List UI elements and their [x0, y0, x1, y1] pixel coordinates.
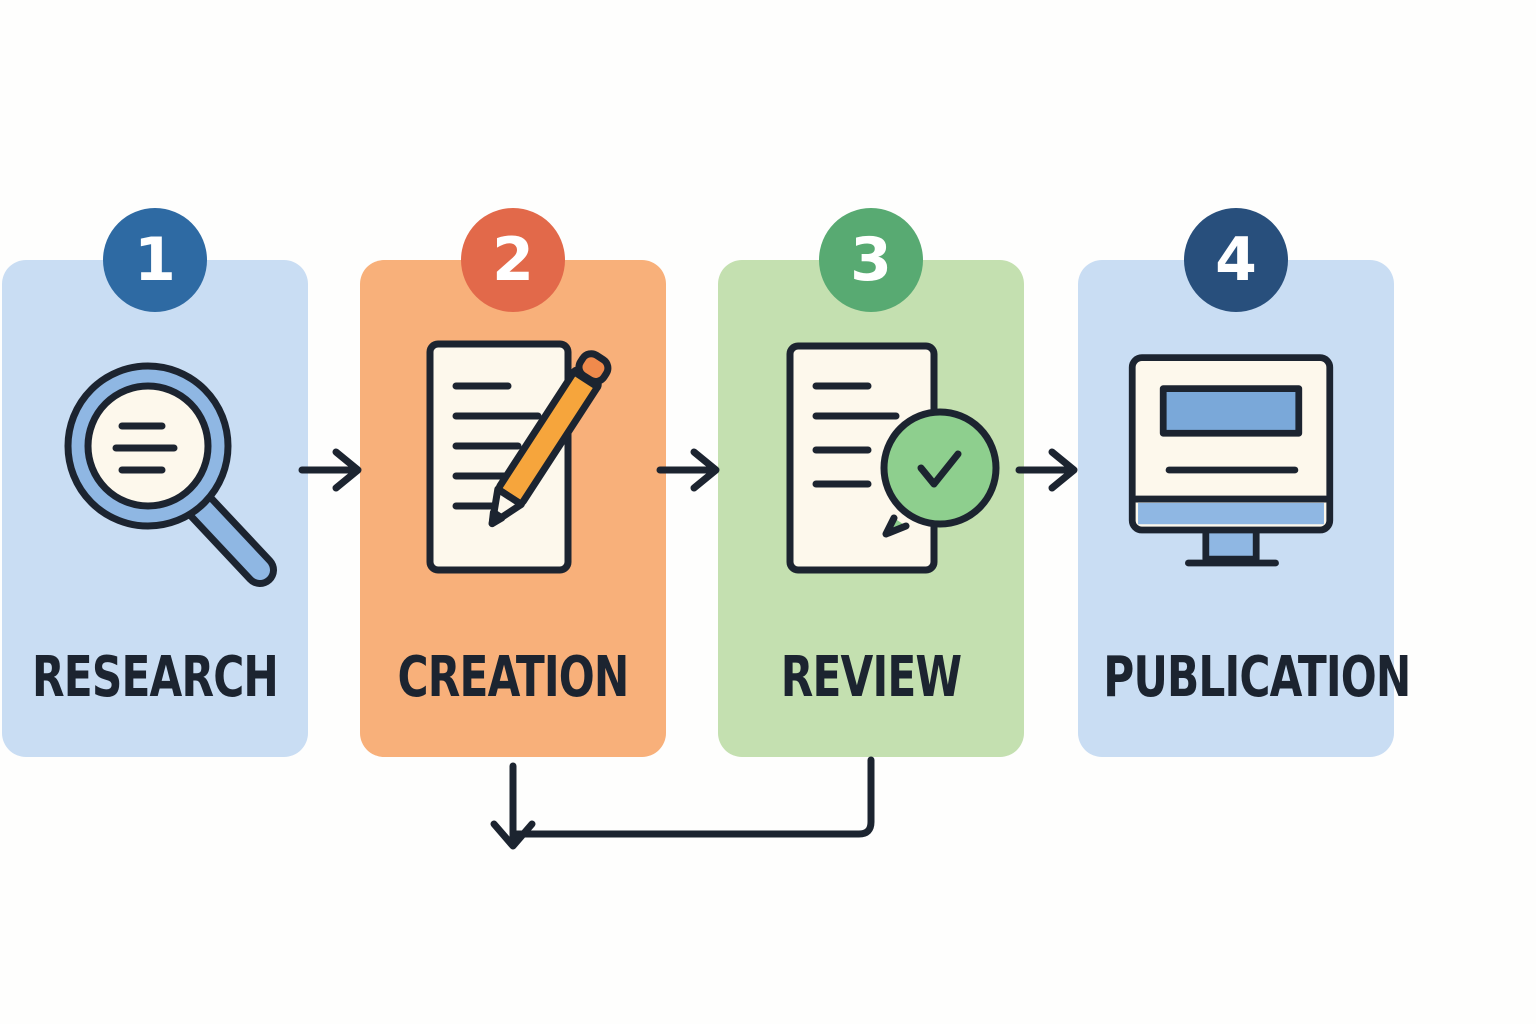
feedback-loop-review-to-creation [490, 756, 875, 850]
arrow-review-to-publication [1015, 448, 1078, 492]
step-badge-2: 2 [461, 208, 565, 312]
step-label-creation: CREATION [397, 645, 630, 710]
step-card-publication: 4 PUBLICATION [1078, 208, 1411, 757]
step-label-review: REVIEW [780, 645, 962, 710]
document-check-icon [786, 342, 1000, 574]
step-card-research: 1 RESEARCH [2, 208, 308, 757]
arrow-research-to-creation [298, 448, 362, 492]
magnifier-document-icon [64, 362, 277, 587]
step-label-research: RESEARCH [31, 645, 279, 710]
step-badge-1: 1 [103, 208, 207, 312]
step-card-review: 3 REVIEW [718, 208, 1024, 757]
monitor-icon [1128, 354, 1334, 567]
step-badge-4: 4 [1184, 208, 1288, 312]
document-pencil-icon [426, 340, 612, 574]
step-badge-3: 3 [819, 208, 923, 312]
step-card-creation: 2 CREATION [360, 208, 666, 757]
step-label-publication: PUBLICATION [1103, 645, 1411, 710]
arrow-creation-to-review [656, 448, 720, 492]
